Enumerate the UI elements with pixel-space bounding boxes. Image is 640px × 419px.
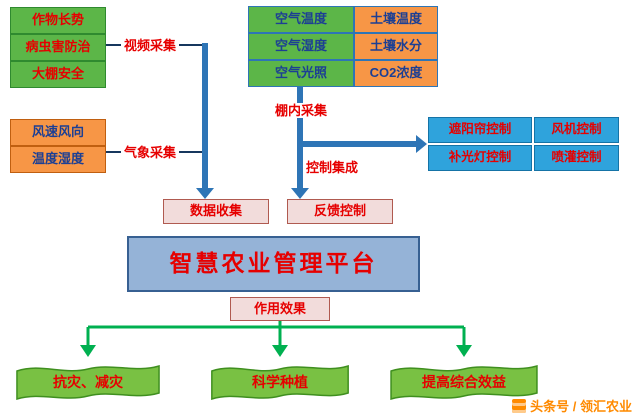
wave-shape xyxy=(14,360,162,404)
node-shade-curtain-control: 遮阳帘控制 xyxy=(428,117,532,143)
ribbon-disaster-reduction: 抗灾、减灾 xyxy=(14,360,162,404)
ribbon-comprehensive-benefit: 提高综合效益 xyxy=(388,360,540,404)
cell-soil-moisture: 土壤水分 xyxy=(354,33,438,60)
ribbon-label: 提高综合效益 xyxy=(422,374,506,390)
node-wind-speed-direction: 风速风向 xyxy=(10,119,106,146)
node-data-collection: 数据收集 xyxy=(163,199,269,224)
label-video-collection: 视频采集 xyxy=(121,38,180,53)
watermark-text: 头条号 / 领汇农业 xyxy=(530,399,632,414)
node-temperature-humidity: 温度湿度 xyxy=(10,146,106,173)
ribbon-scientific-planting: 科学种植 xyxy=(209,360,351,404)
cell-soil-temperature: 土壤温度 xyxy=(354,6,438,33)
node-irrigation-control: 喷灌控制 xyxy=(534,145,619,171)
node-fill-light-control: 补光灯控制 xyxy=(428,145,532,171)
cell-air-humidity: 空气湿度 xyxy=(248,33,354,60)
wave-shape xyxy=(209,360,351,404)
node-crop-growth: 作物长势 xyxy=(10,7,106,34)
node-effect: 作用效果 xyxy=(230,297,330,321)
cell-air-temperature: 空气温度 xyxy=(248,6,354,33)
toutiao-logo-icon xyxy=(512,398,527,413)
label-greenhouse-collection: 棚内采集 xyxy=(272,103,331,118)
watermark: 头条号 / 领汇农业 xyxy=(512,396,632,415)
cell-co2-concentration: CO2浓度 xyxy=(354,60,438,87)
node-pest-control: 病虫害防治 xyxy=(10,34,106,61)
ribbon-label: 科学种植 xyxy=(252,374,308,390)
node-greenhouse-safety: 大棚安全 xyxy=(10,61,106,88)
node-platform: 智慧农业管理平台 xyxy=(127,236,420,292)
ribbon-label: 抗灾、减灾 xyxy=(53,374,123,390)
node-fan-control: 风机控制 xyxy=(534,117,619,143)
cell-air-light: 空气光照 xyxy=(248,60,354,87)
label-control-integration: 控制集成 xyxy=(303,160,362,175)
node-feedback-control: 反馈控制 xyxy=(287,199,393,224)
wave-shape xyxy=(388,360,540,404)
label-weather-collection: 气象采集 xyxy=(121,145,180,160)
